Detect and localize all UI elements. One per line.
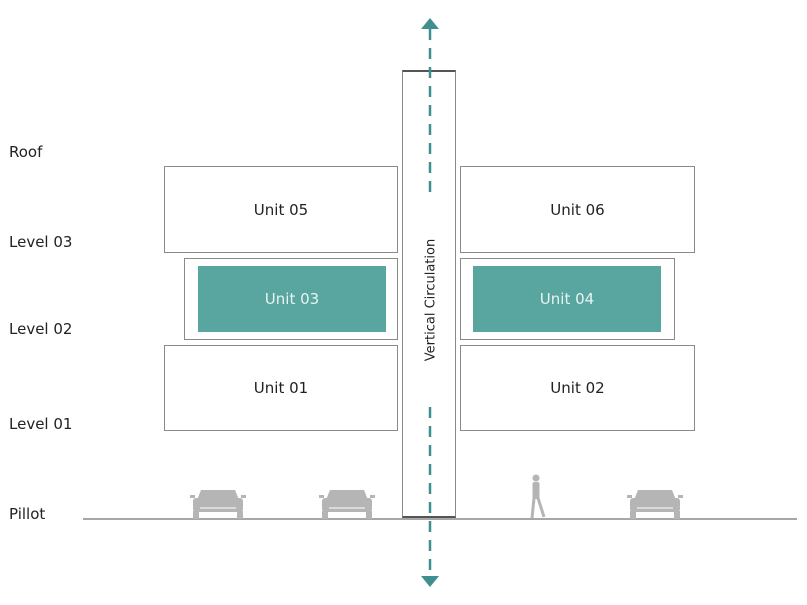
level-label-roof: Roof [9,143,43,161]
level-label-pillot: Pillot [9,505,46,523]
car-icon [319,490,375,519]
unit-04-label: Unit 04 [539,290,595,308]
car-icon [190,490,246,519]
unit-03-box: Unit 03 [198,266,386,332]
unit-03-label: Unit 03 [264,290,320,308]
unit-05-box: Unit 05 [164,166,398,253]
unit-02-box: Unit 02 [460,345,695,431]
unit-06-box: Unit 06 [460,166,695,253]
unit-06-label: Unit 06 [550,200,605,219]
level-label-level-03: Level 03 [9,233,73,251]
unit-02-label: Unit 02 [550,379,605,397]
unit-04-box: Unit 04 [473,266,661,332]
unit-01-box: Unit 01 [164,345,398,431]
unit-05-label: Unit 05 [253,200,309,219]
up-arrow-icon [421,18,439,196]
level-label-level-02: Level 02 [9,320,73,338]
down-arrow-icon [421,407,439,587]
level-label-level-01: Level 01 [9,415,73,433]
person-icon [530,474,546,519]
car-icon [627,490,683,519]
unit-01-label: Unit 01 [253,379,309,397]
